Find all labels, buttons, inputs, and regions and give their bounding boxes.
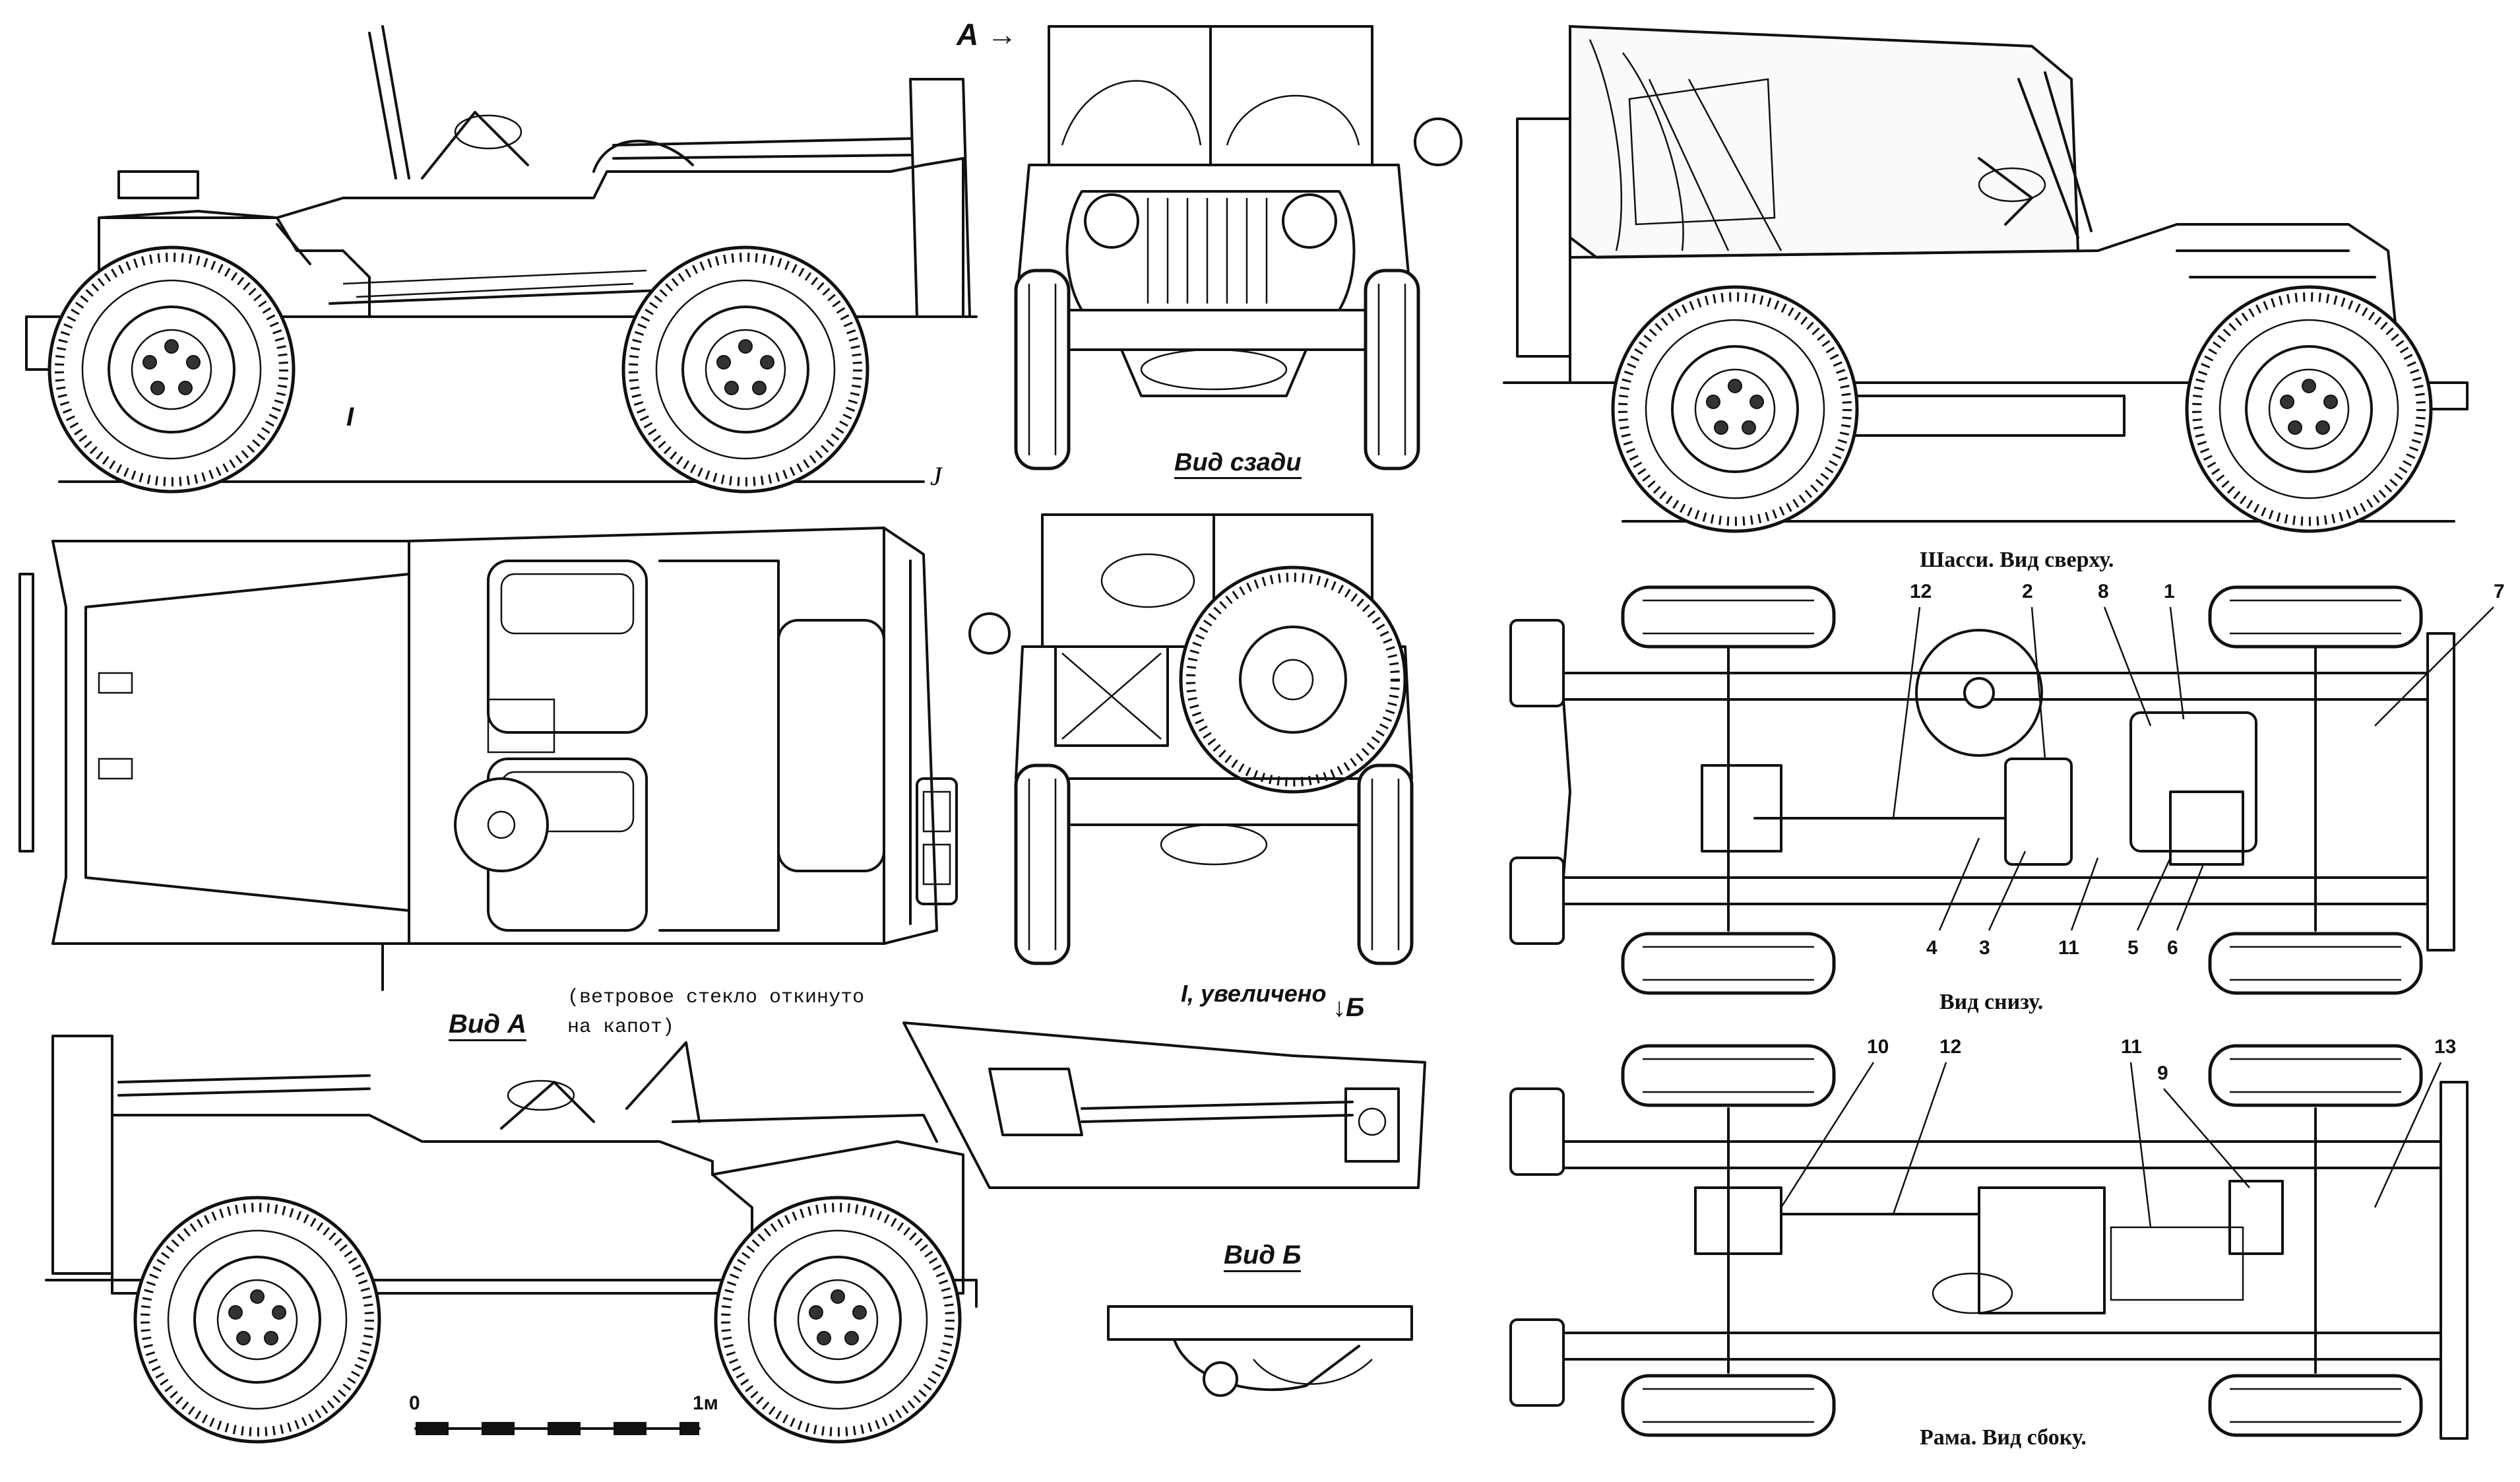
callout-13: 13 <box>2434 1036 2457 1058</box>
callout-5: 5 <box>2127 937 2139 959</box>
svg-text:Ј: Ј <box>930 461 943 491</box>
windshield-note-line1: (ветровое стекло откинуто <box>567 986 865 1009</box>
view-b-arrow-label: ↓Б <box>1333 993 1365 1022</box>
callout-6: 6 <box>2167 937 2178 959</box>
view-b-detail <box>1107 1305 1413 1397</box>
chassis-top-view <box>1509 587 2494 993</box>
callout-1: 1 <box>2164 581 2175 602</box>
bottom-view-label: Вид снизу. <box>1939 990 2044 1014</box>
frame-side-view <box>1509 1046 2469 1440</box>
rear-view-jeep <box>1016 25 1463 468</box>
view-a-arrow-label: А → <box>957 17 1018 51</box>
section-mark-i: I <box>346 403 354 432</box>
rear-view-label: Вид сзади <box>1174 449 1302 479</box>
scale-zero: 0 <box>409 1392 420 1414</box>
callout-7: 7 <box>2494 581 2505 602</box>
callout-10: 10 <box>1867 1036 1889 1058</box>
top-view-jeep <box>18 527 958 991</box>
callout-12-top: 12 <box>1910 581 1932 602</box>
side-view-right-jeep <box>45 1035 978 1442</box>
view-b-label: Вид Б <box>1224 1240 1302 1272</box>
callout-11-bottom: 11 <box>2121 1036 2142 1058</box>
callout-8: 8 <box>2098 581 2109 602</box>
callout-2: 2 <box>2022 581 2033 602</box>
front-view-spare-wheel <box>968 513 1412 963</box>
side-view-canvas-top-jeep <box>1503 24 2469 531</box>
detail-shovel-mount <box>902 1021 1426 1189</box>
scale-one-meter: 1м <box>693 1392 718 1414</box>
callout-4: 4 <box>1926 937 1937 959</box>
callout-9: 9 <box>2157 1062 2168 1084</box>
callout-12-bottom: 12 <box>1939 1036 1962 1058</box>
windshield-note-line2: на капот) <box>567 1016 675 1039</box>
side-view-left-jeep: Ј <box>25 25 978 492</box>
callout-3: 3 <box>1979 937 1990 959</box>
callout-11-top: 11 <box>2058 937 2079 959</box>
view-a-label: Вид А <box>449 1010 527 1041</box>
detail-enlarged-label: I, увеличено <box>1181 980 1327 1007</box>
frame-side-label: Рама. Вид сбоку. <box>1920 1425 2087 1450</box>
chassis-top-label: Шасси. Вид сверху. <box>1920 548 2114 572</box>
